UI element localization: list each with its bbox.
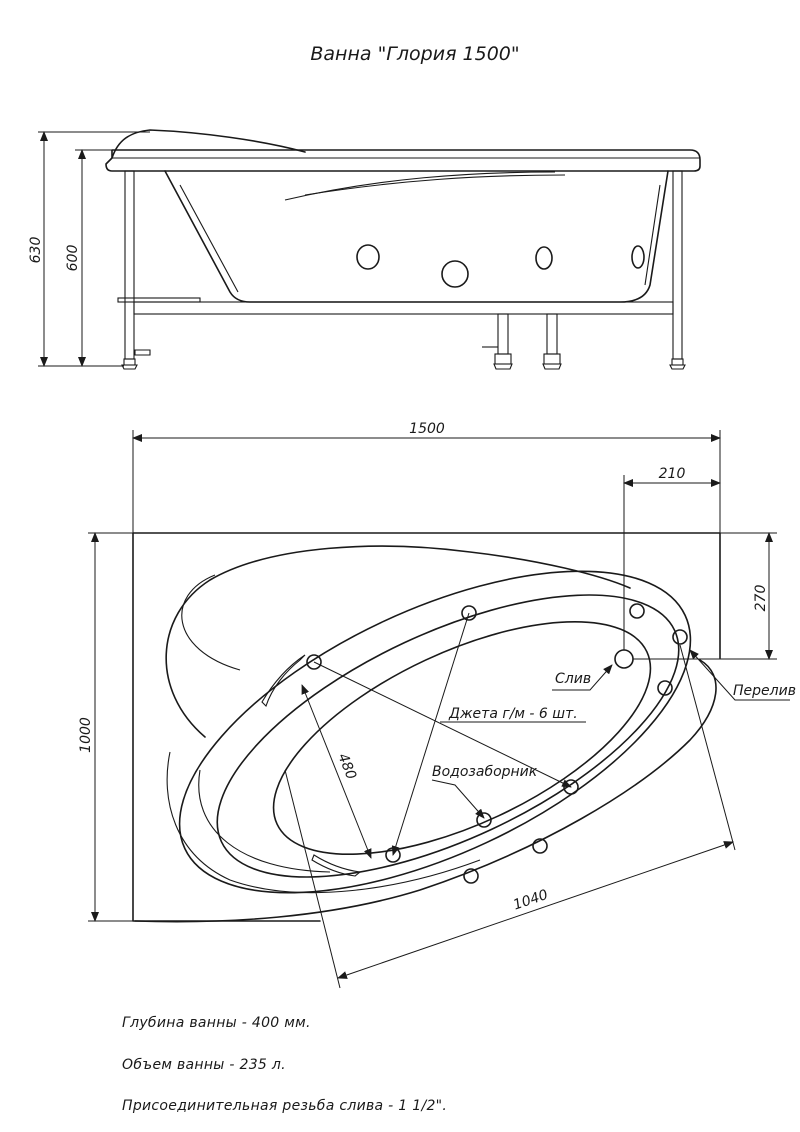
drain-icon: [614, 649, 634, 669]
dim-height-frame: 600: [65, 245, 81, 272]
dim-drain-x: 210: [659, 466, 686, 482]
jet-icon: [631, 245, 645, 269]
note-depth: Глубина ванны - 400 мм.: [122, 1015, 311, 1031]
jet-icon: [535, 246, 553, 270]
label-drain: Слив: [555, 671, 591, 687]
dim-drain-y: 270: [753, 585, 769, 612]
jet-icon: [441, 260, 469, 288]
dim-inner-width: 480: [334, 751, 359, 782]
jet-icon: [306, 654, 322, 670]
dim-width: 1500: [409, 421, 445, 437]
dim-depth: 1000: [78, 717, 94, 753]
note-drain-thread: Присоединительная резьба слива - 1 1/2".: [122, 1098, 448, 1114]
jet-icon: [629, 603, 645, 619]
jet-icon: [657, 680, 673, 696]
side-view: [38, 129, 701, 370]
label-overflow: Перелив: [733, 683, 796, 699]
top-view: [88, 430, 790, 989]
label-jets: Джета г/м - 6 шт.: [448, 706, 578, 722]
jet-icon: [461, 605, 477, 621]
dim-inner-length: 1040: [511, 887, 550, 914]
drawing-title: Ванна "Глория 1500": [310, 43, 519, 65]
dim-height-total: 630: [28, 237, 44, 264]
jet-icon: [672, 629, 688, 645]
label-intake: Водозаборник: [432, 764, 538, 780]
jet-icon: [356, 244, 380, 270]
note-volume: Объем ванны - 235 л.: [122, 1057, 286, 1073]
